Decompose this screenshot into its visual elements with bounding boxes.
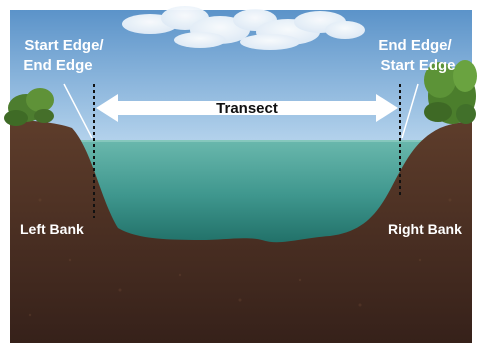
tree-icon [424, 60, 477, 124]
end-edge-label-line1: End Edge/ [378, 37, 452, 54]
transect-label: Transect [216, 100, 278, 117]
river-water [10, 140, 472, 250]
right-bank-label: Right Bank [388, 221, 462, 237]
cloud-icon [122, 6, 365, 50]
river-bank-soil [10, 120, 472, 343]
double-headed-arrow-icon [96, 94, 398, 122]
soil-texture [28, 198, 452, 317]
start-edge-label-line1: Start Edge/ [24, 37, 104, 54]
tree-icon [4, 88, 54, 126]
start-edge-leader [63, 83, 93, 139]
left-bank-label: Left Bank [20, 221, 84, 237]
end-edge-leader [401, 83, 419, 139]
start-edge-label-line2: End Edge [23, 57, 92, 74]
end-edge-label-line2: Start Edge [380, 57, 455, 74]
